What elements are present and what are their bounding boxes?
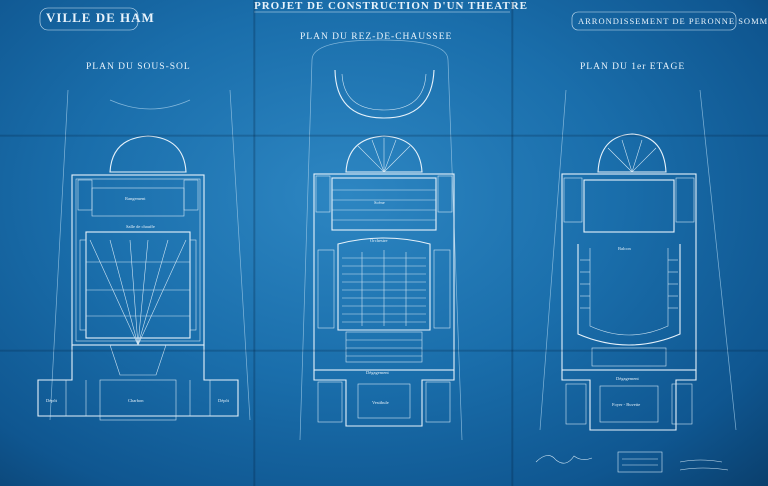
project-title: PROJET DE CONSTRUCTION D'UN THEATRE	[254, 0, 528, 12]
first-floor-plan: Balcon Dégagement Foyer - Buvette	[539, 89, 737, 431]
svg-text:Balcon: Balcon	[618, 246, 631, 251]
svg-text:Dégagement: Dégagement	[616, 376, 639, 381]
svg-text:Rangement: Rangement	[125, 196, 146, 201]
approval-stamp	[617, 451, 663, 473]
svg-text:Vestibule: Vestibule	[372, 400, 389, 405]
ground-plan-title: PLAN DU REZ-DE-CHAUSSEE	[300, 32, 453, 42]
basement-plan-title: PLAN DU SOUS-SOL	[86, 62, 191, 72]
svg-text:Charbon: Charbon	[128, 398, 144, 403]
district-cartouche	[571, 11, 737, 31]
basement-plan: Rangement Salle de chauffe Charbon Dépôt…	[37, 89, 251, 421]
svg-text:Foyer - Buvette: Foyer - Buvette	[612, 402, 640, 407]
svg-text:Dégagement: Dégagement	[366, 370, 389, 375]
svg-text:Scène: Scène	[374, 200, 385, 205]
svg-text:Salle de chauffe: Salle de chauffe	[126, 224, 155, 229]
floor-plan-title: PLAN DU 1er ETAGE	[580, 62, 686, 72]
district-title: ARRONDISSEMENT DE PERONNE SOMME	[578, 16, 768, 26]
handwritten-note	[679, 459, 729, 471]
town-title: VILLE DE HAM	[46, 10, 155, 25]
town-cartouche	[39, 7, 139, 31]
svg-text:Orchestre: Orchestre	[370, 238, 388, 243]
svg-text:Dépôt: Dépôt	[46, 398, 58, 403]
svg-text:Dépôt: Dépôt	[218, 398, 230, 403]
ground-floor-plan: Scène Orchestre Dégagement Vestibule	[299, 39, 463, 441]
signature-scribble	[535, 455, 593, 464]
